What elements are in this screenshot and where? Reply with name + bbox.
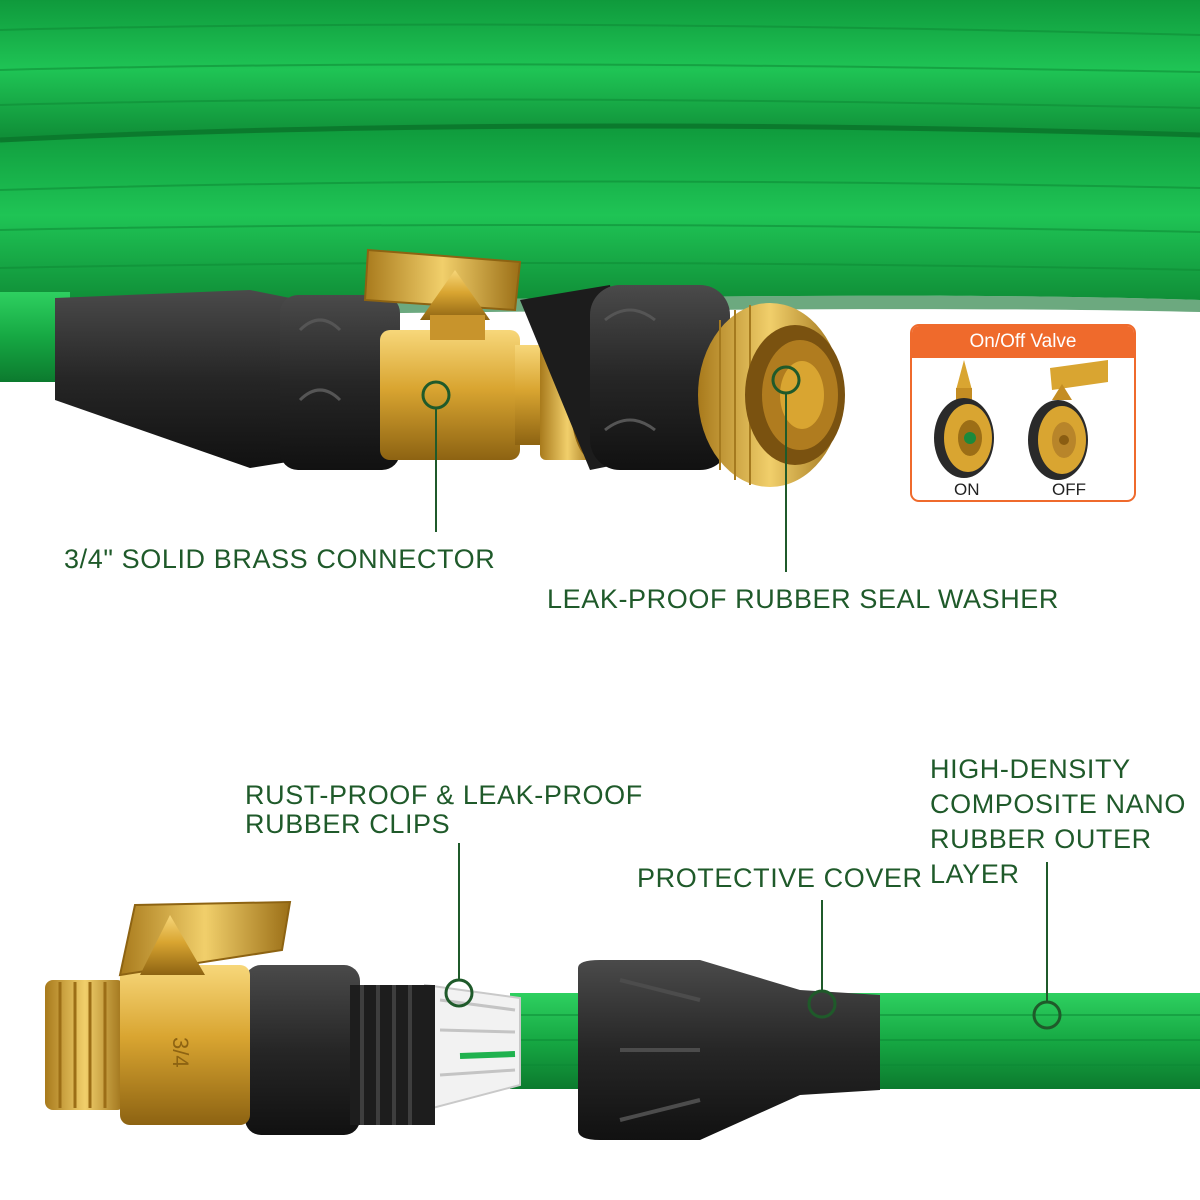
protective-cover [578,960,880,1140]
female-coupling-assembly [520,285,845,487]
brass-connector-label: 3/4" SOLID BRASS CONNECTOR [64,544,496,574]
protective-cover-label: PROTECTIVE COVER [637,863,923,893]
callout-marker-brass [421,380,451,532]
callout-marker-cover [807,900,837,1019]
valve-on-icon [934,360,994,478]
rubber-clips-label-line-2: RUBBER CLIPS [245,809,451,839]
valve-marking: 3/4 [168,1037,193,1068]
valve-inset-illustration [934,360,1108,480]
valve-inset: On/Off Valve ON OFF [910,324,1136,502]
valve-on-label: ON [954,480,980,499]
outer-layer-label-line-4: LAYER [930,859,1020,889]
valve-off-label: OFF [1052,480,1086,499]
rubber-clips-label-line-1: RUST-PROOF & LEAK-PROOF [245,780,643,810]
rubber-clips-label: RUST-PROOF & LEAK-PROOF RUBBER CLIPS [245,781,643,839]
valve-inset-title: On/Off Valve [912,326,1134,358]
seal-washer-label: LEAK-PROOF RUBBER SEAL WASHER [547,584,1060,614]
callout-marker-washer [771,365,801,572]
outer-layer-label-line-1: HIGH-DENSITY [930,754,1131,784]
callout-marker-outer-layer [1032,862,1062,1030]
callout-marker-clips [444,843,474,1008]
bottom-threaded-fitting [245,965,435,1135]
coiled-hose [0,0,1200,318]
outer-layer-label-line-2: COMPOSITE NANO [930,789,1186,819]
bottom-brass-valve [45,900,292,1125]
outer-layer-label: HIGH-DENSITY COMPOSITE NANO RUBBER OUTER… [930,752,1186,892]
outer-layer-label-line-3: RUBBER OUTER [930,824,1152,854]
valve-off-icon [1028,360,1108,480]
rubber-clips [424,983,521,1112]
